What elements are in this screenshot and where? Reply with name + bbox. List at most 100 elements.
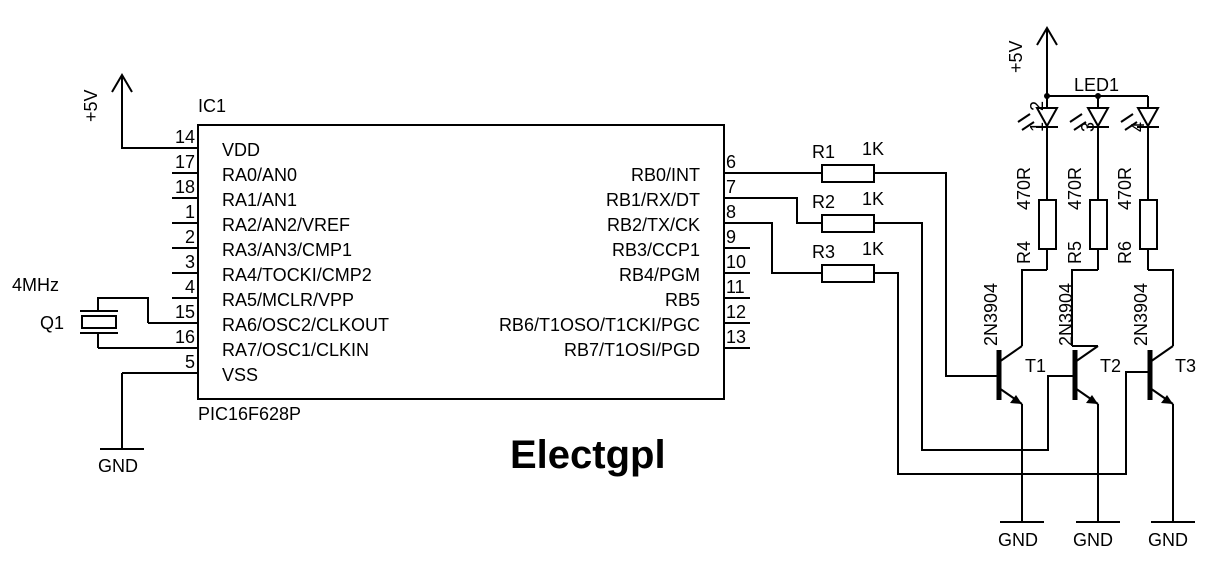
pin-name: RB1/RX/DT [606, 190, 700, 210]
pin-name: VDD [222, 140, 260, 160]
ic-pin: 15 RA6/OSC2/CLKOUT [148, 302, 389, 335]
vcc-label: +5V [1006, 40, 1026, 73]
ic-pin: 3 RA4/TOCKI/CMP2 [172, 252, 372, 285]
ic-pin: 14 VDD [172, 127, 260, 160]
pin-number: 1 [185, 202, 195, 222]
transistor-ref: T2 [1100, 356, 1121, 376]
ic-pin: 16 RA7/OSC1/CLKIN [98, 327, 369, 360]
ic-pin: 5 VSS [122, 352, 258, 385]
gnd-label: GND [1073, 530, 1113, 550]
vss-ground: GND [98, 373, 144, 476]
resistor-value: 470R [1065, 167, 1085, 210]
pin-number: 7 [726, 177, 736, 197]
ic-pin: 2 RA3/AN3/CMP1 [172, 227, 352, 260]
resistor-value: 1K [862, 139, 884, 159]
transistor-t2: GND 2N3904 T2 [1056, 283, 1121, 550]
pin-number: 9 [726, 227, 736, 247]
ic-ref-label: IC1 [198, 96, 226, 116]
ic-pin: 18 RA1/AN1 [172, 177, 297, 210]
ic-pin: 1 RA2/AN2/VREF [172, 202, 350, 235]
ic-body [197, 124, 725, 400]
pin-number: 14 [175, 127, 195, 147]
pin-name: RB0/INT [631, 165, 700, 185]
pin-name: RB6/T1OSO/T1CKI/PGC [499, 315, 700, 335]
led-diode [1035, 107, 1059, 129]
pin-name: RA1/AN1 [222, 190, 297, 210]
ic-pin: 4 RA5/MCLR/VPP [172, 277, 354, 310]
pin-number: 8 [726, 202, 736, 222]
ic-pin: 9 RB3/CCP1 [612, 227, 750, 260]
led-pin-number: 1 [1027, 122, 1047, 132]
resistor-value: 470R [1115, 167, 1135, 210]
pin-name: RA2/AN2/VREF [222, 215, 350, 235]
ic-pin: 6 RB0/INT [631, 152, 750, 185]
led-column-2: 3 470R R5 [1065, 96, 1110, 346]
led-pin-number: 3 [1078, 122, 1098, 132]
led-diode [1136, 107, 1160, 129]
led-column-1: 2 1 470R R4 [1014, 96, 1059, 346]
gnd-label: GND [1148, 530, 1188, 550]
resistor-value: 470R [1014, 167, 1034, 210]
ic-right-pins: 6 RB0/INT 7 RB1/RX/DT 8 RB2/TX/CK 9 RB3/… [499, 152, 750, 360]
pin-number: 13 [726, 327, 746, 347]
led-diode [1086, 107, 1110, 129]
ic-pin: 17 RA0/AN0 [172, 152, 297, 185]
resistor-ref: R6 [1115, 241, 1135, 264]
transistor-t1: GND 2N3904 T1 [981, 283, 1046, 550]
pin-name: RB7/T1OSI/PGD [564, 340, 700, 360]
resistor-value: 1K [862, 239, 884, 259]
pin-name: RA6/OSC2/CLKOUT [222, 315, 389, 335]
base-resistor-r2: R2 1K [750, 189, 1073, 451]
resistor-ref: R2 [812, 192, 835, 212]
pin-name: RA3/AN3/CMP1 [222, 240, 352, 260]
pin-name: RA0/AN0 [222, 165, 297, 185]
transistor-part: 2N3904 [981, 283, 1001, 346]
crystal-ref-label: Q1 [40, 313, 64, 333]
pin-number: 12 [726, 302, 746, 322]
transistor-part: 2N3904 [1131, 283, 1151, 346]
pin-number: 17 [175, 152, 195, 172]
pin-name: VSS [222, 365, 258, 385]
crystal-value-label: 4MHz [12, 275, 59, 295]
transistor-part: 2N3904 [1056, 283, 1076, 346]
base-resistor-r1: R1 1K [750, 139, 997, 377]
pin-number: 3 [185, 252, 195, 272]
resistor-ref: R4 [1014, 241, 1034, 264]
crystal-q1: 4MHz Q1 [12, 275, 149, 348]
ic-pin: 11 RB5 [665, 277, 750, 310]
gnd-label: GND [998, 530, 1038, 550]
pin-number: 11 [726, 277, 745, 297]
pin-number: 18 [175, 177, 195, 197]
pin-name: RB3/CCP1 [612, 240, 700, 260]
transistor-ref: T3 [1175, 356, 1196, 376]
resistor-ref: R1 [812, 142, 835, 162]
pin-name: RB2/TX/CK [607, 215, 700, 235]
led-supply: +5V LED1 [1006, 26, 1148, 99]
ic-pin: 12 RB6/T1OSO/T1CKI/PGC [499, 302, 750, 335]
ic-pin: 13 RB7/T1OSI/PGD [564, 327, 750, 360]
vcc-label: +5V [81, 89, 101, 122]
pin-number: 10 [726, 252, 746, 272]
pin-name: RA5/MCLR/VPP [222, 290, 354, 310]
ic-pin: 7 RB1/RX/DT [606, 177, 750, 210]
ic-part-label: PIC16F628P [198, 404, 301, 424]
led-pin-number: 4 [1128, 122, 1148, 132]
pin-name: RA4/TOCKI/CMP2 [222, 265, 372, 285]
pin-number: 5 [185, 352, 195, 372]
base-resistor-r3: R3 1K [750, 222, 1148, 475]
watermark-text: Electgpl [510, 433, 666, 477]
transistor-t3: GND 2N3904 T3 [1131, 283, 1196, 550]
resistor-ref: R3 [812, 242, 835, 262]
led-pin-number: 2 [1027, 101, 1047, 111]
led-ref-label: LED1 [1074, 75, 1119, 95]
pin-name: RB5 [665, 290, 700, 310]
vdd-supply: +5V [81, 73, 172, 149]
pin-name: RB4/PGM [619, 265, 700, 285]
ic-pin: 8 RB2/TX/CK [607, 202, 750, 235]
pin-name: RA7/OSC1/CLKIN [222, 340, 369, 360]
ic-left-pins: 14 VDD 17 RA0/AN0 18 RA1/AN1 1 RA2/AN2/V… [98, 127, 389, 385]
led-column-3: 4 470R R6 [1115, 96, 1174, 346]
pin-number: 16 [175, 327, 195, 347]
pin-number: 6 [726, 152, 736, 172]
